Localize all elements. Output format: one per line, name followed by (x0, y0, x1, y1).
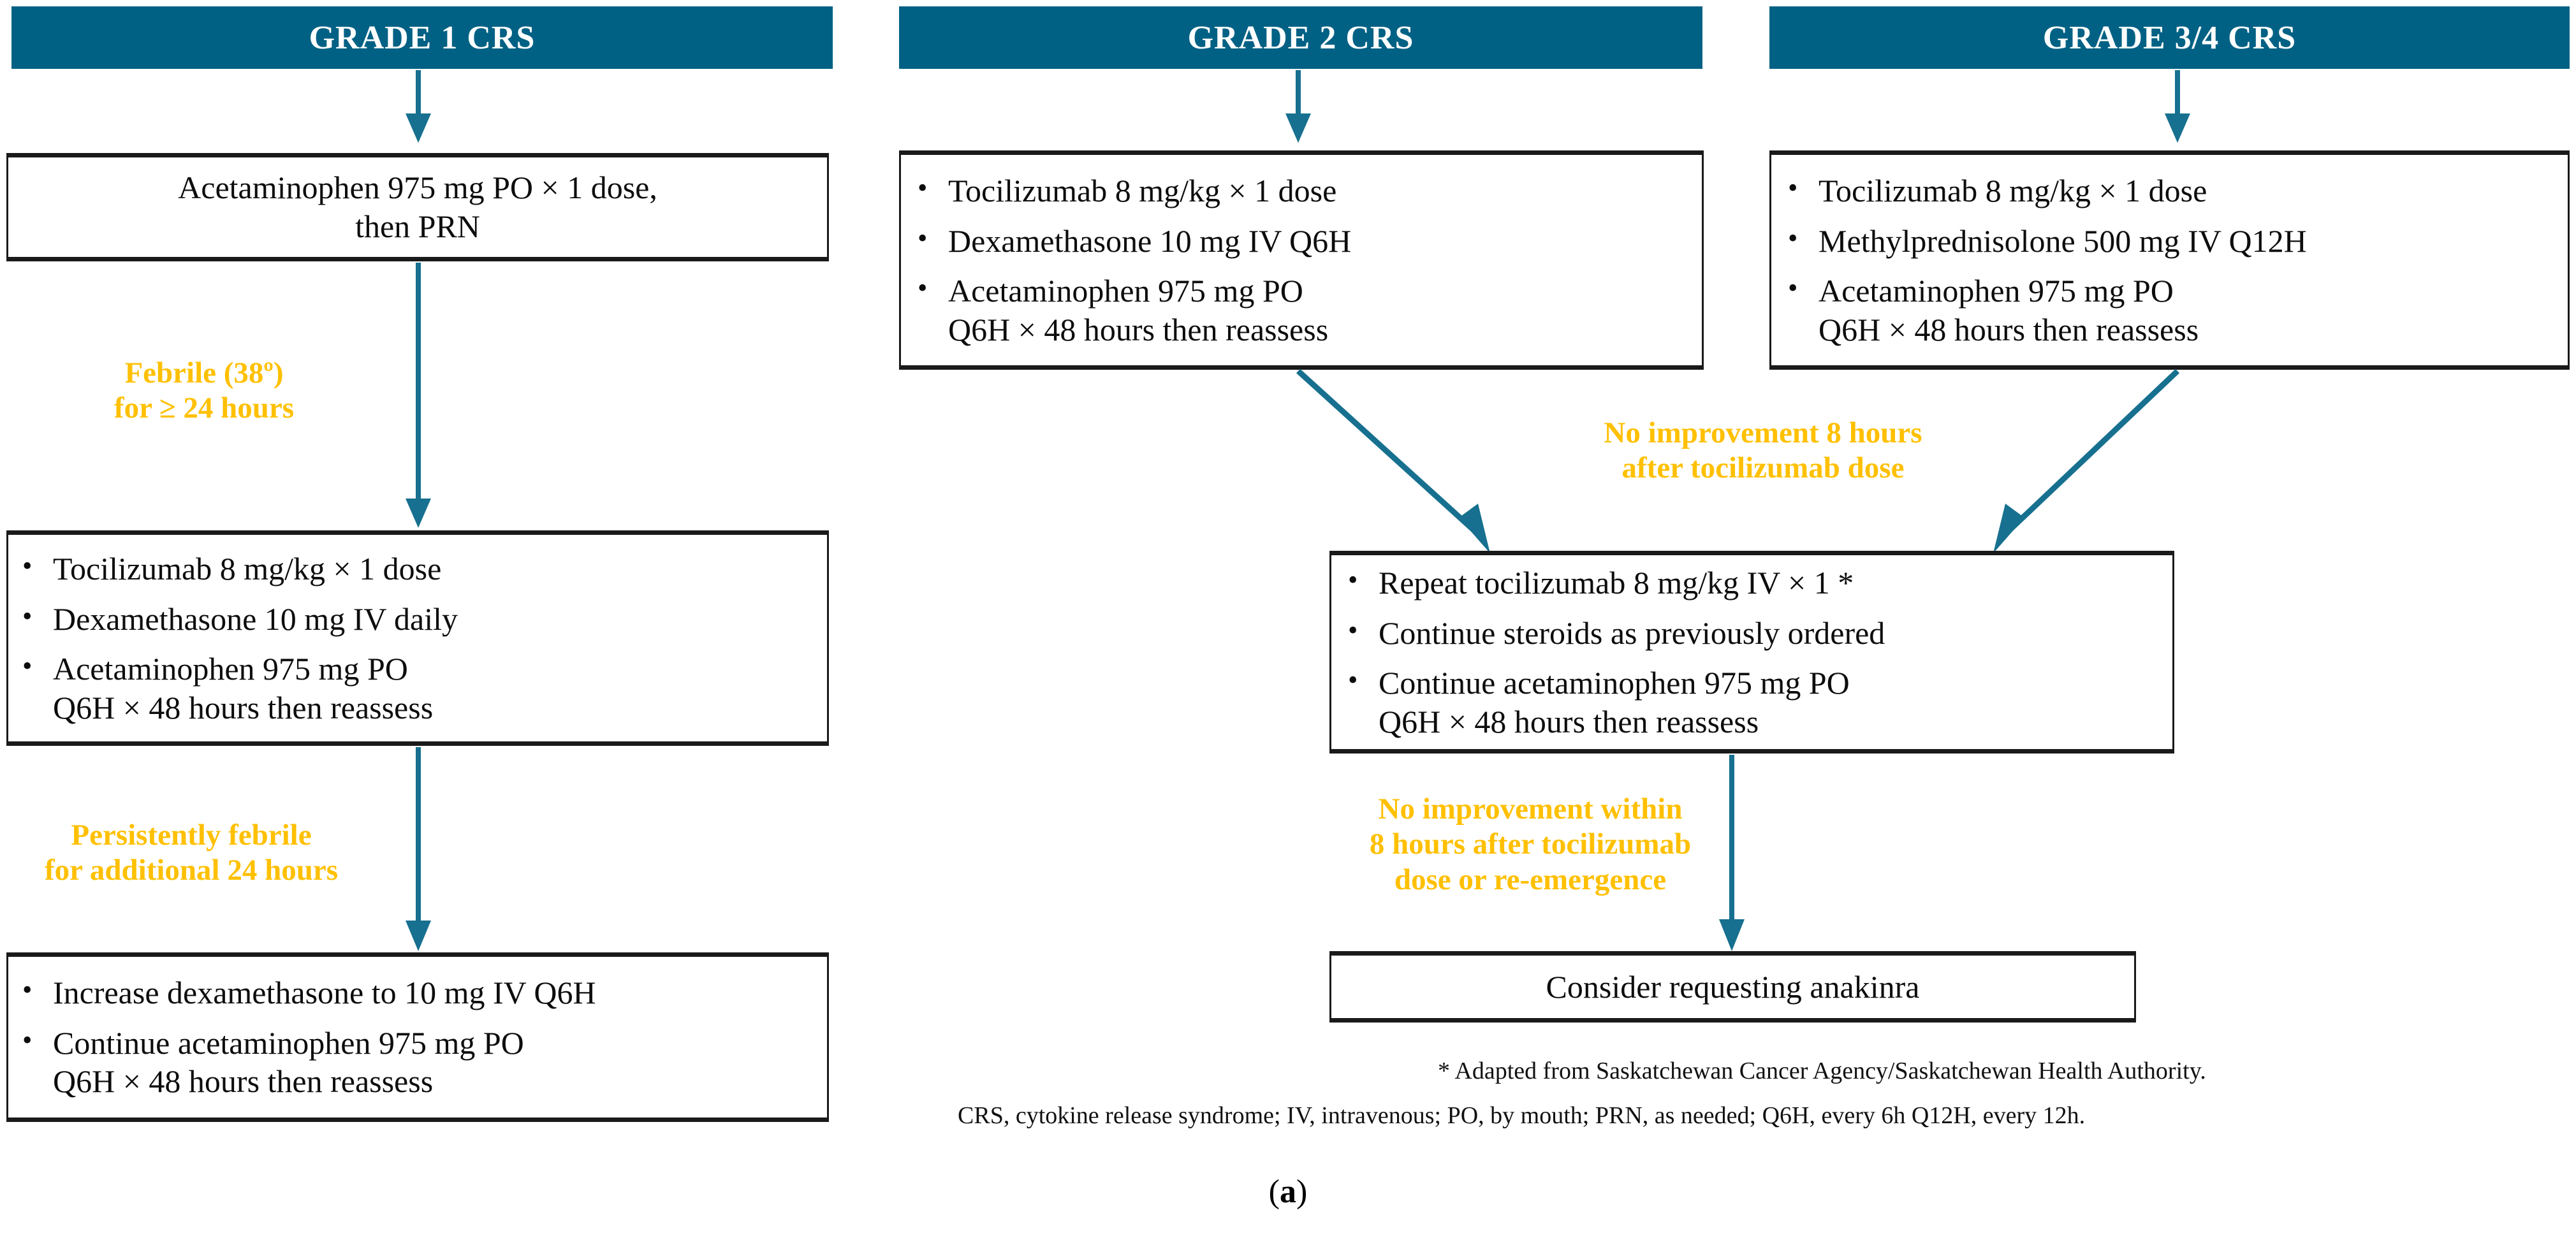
g1-box1-text: Acetaminophen 975 mg PO × 1 dose, then P… (8, 168, 827, 246)
header-grade-1-label: GRADE 1 CRS (309, 19, 536, 56)
g2-box1-item1-l1: Dexamethasone 10 mg IV Q6H (948, 222, 1352, 259)
g2-box1-item0-l1: Tocilizumab 8 mg/kg × 1 dose (948, 173, 1337, 208)
list-item: Increase dexamethasone to 10 mg IV Q6H (17, 972, 821, 1012)
g34-box1-item2-l1: Acetaminophen 975 mg PO (1819, 273, 2174, 309)
list-item: Repeat tocilizumab 8 mg/kg IV × 1 * (1343, 562, 2166, 602)
g2-box1-item2-l1: Acetaminophen 975 mg PO (948, 273, 1303, 309)
edge-label-no-improvement-8h: No improvement 8 hours after tocilizumab… (1604, 416, 1922, 485)
g1-box3-item0-l1: Increase dexamethasone to 10 mg IV Q6H (53, 975, 596, 1011)
g2-box1-list: Tocilizumab 8 mg/kg × 1 dose Dexamethaso… (912, 170, 1695, 349)
list-item: Acetaminophen 975 mg PO Q6H × 48 hours t… (17, 648, 821, 727)
g1-box1-line2: then PRN (355, 208, 480, 244)
header-grade-1-crs: GRADE 1 CRS (11, 6, 833, 69)
list-item: Tocilizumab 8 mg/kg × 1 dose (912, 170, 1695, 210)
header-grade-2-label: GRADE 2 CRS (1187, 19, 1414, 56)
g1-box2-item2-l1: Acetaminophen 975 mg PO (53, 651, 408, 687)
edge-label-no-improvement-within: No improvement within 8 hours after toci… (1369, 792, 1692, 896)
figure-caption-letter: a (1280, 1174, 1296, 1210)
g34-box1-item1-l1: Methylprednisolone 500 mg IV Q12H (1819, 222, 2307, 259)
list-item: Continue acetaminophen 975 mg PO Q6H × 4… (17, 1023, 821, 1101)
g2-box1-item2-l2: Q6H × 48 hours then reassess (948, 311, 1329, 347)
g1-box2-item1-l1: Dexamethasone 10 mg IV daily (53, 601, 458, 637)
header-grade-2-crs: GRADE 2 CRS (899, 6, 1702, 69)
anakinra-box-text: Consider requesting anakinra (1546, 968, 1920, 1005)
repeat-box-item0-l1: Repeat tocilizumab 8 mg/kg IV × 1 * (1379, 565, 1854, 601)
list-item: Dexamethasone 10 mg IV daily (17, 599, 821, 639)
repeat-box: Repeat tocilizumab 8 mg/kg IV × 1 * Cont… (1329, 551, 2174, 754)
list-item: Tocilizumab 8 mg/kg × 1 dose (1783, 170, 2561, 210)
header-grade-34-crs: GRADE 3/4 CRS (1769, 6, 2570, 69)
g1-edge-label-febrile: Febrile (38º) for ≥ 24 hours (113, 356, 295, 425)
g1-box2: Tocilizumab 8 mg/kg × 1 dose Dexamethaso… (6, 530, 829, 746)
list-item: Acetaminophen 975 mg PO Q6H × 48 hours t… (912, 270, 1695, 349)
footnote-abbreviations: CRS, cytokine release syndrome; IV, intr… (958, 1102, 2086, 1129)
g1-box1: Acetaminophen 975 mg PO × 1 dose, then P… (6, 153, 829, 261)
repeat-box-list: Repeat tocilizumab 8 mg/kg IV × 1 * Cont… (1343, 562, 2166, 741)
g1-box2-item0-l1: Tocilizumab 8 mg/kg × 1 dose (53, 551, 442, 586)
list-item: Continue acetaminophen 975 mg PO Q6H × 4… (1343, 662, 2166, 741)
repeat-box-item2-l1: Continue acetaminophen 975 mg PO (1379, 665, 1850, 701)
g1-box3-item1-l1: Continue acetaminophen 975 mg PO (53, 1024, 524, 1061)
repeat-box-item1-l1: Continue steroids as previously ordered (1379, 615, 1885, 651)
list-item: Tocilizumab 8 mg/kg × 1 dose (17, 548, 821, 588)
g1-box3-list: Increase dexamethasone to 10 mg IV Q6H C… (17, 972, 821, 1101)
g1-box2-list: Tocilizumab 8 mg/kg × 1 dose Dexamethaso… (17, 548, 821, 727)
g1-box3: Increase dexamethasone to 10 mg IV Q6H C… (6, 952, 829, 1122)
g34-box1: Tocilizumab 8 mg/kg × 1 dose Methylpredn… (1769, 150, 2570, 370)
list-item: Acetaminophen 975 mg PO Q6H × 48 hours t… (1783, 270, 2561, 349)
list-item: Dexamethasone 10 mg IV Q6H (912, 221, 1695, 261)
figure-caption-close: ) (1296, 1174, 1308, 1210)
g1-box1-line1: Acetaminophen 975 mg PO × 1 dose, (178, 170, 657, 205)
footnote-adapted-from: * Adapted from Saskatchewan Cancer Agenc… (1438, 1058, 2206, 1084)
repeat-box-item2-l2: Q6H × 48 hours then reassess (1379, 703, 1759, 739)
g1-edge-label-persistently-febrile: Persistently febrile for additional 24 h… (44, 819, 339, 887)
figure-caption-open: ( (1268, 1174, 1280, 1210)
anakinra-box: Consider requesting anakinra (1329, 951, 2136, 1023)
g34-box1-item0-l1: Tocilizumab 8 mg/kg × 1 dose (1819, 173, 2207, 208)
g34-box1-list: Tocilizumab 8 mg/kg × 1 dose Methylpredn… (1783, 170, 2561, 349)
g34-box1-item2-l2: Q6H × 48 hours then reassess (1819, 311, 2199, 347)
header-grade-34-label: GRADE 3/4 CRS (2042, 19, 2297, 56)
figure-caption: (a) (1224, 1173, 1352, 1211)
list-item: Continue steroids as previously ordered (1343, 613, 2166, 653)
g2-box1: Tocilizumab 8 mg/kg × 1 dose Dexamethaso… (899, 150, 1704, 370)
g1-box3-item1-l2: Q6H × 48 hours then reassess (53, 1063, 434, 1100)
g1-box2-item2-l2: Q6H × 48 hours then reassess (53, 689, 434, 725)
list-item: Methylprednisolone 500 mg IV Q12H (1783, 221, 2561, 261)
